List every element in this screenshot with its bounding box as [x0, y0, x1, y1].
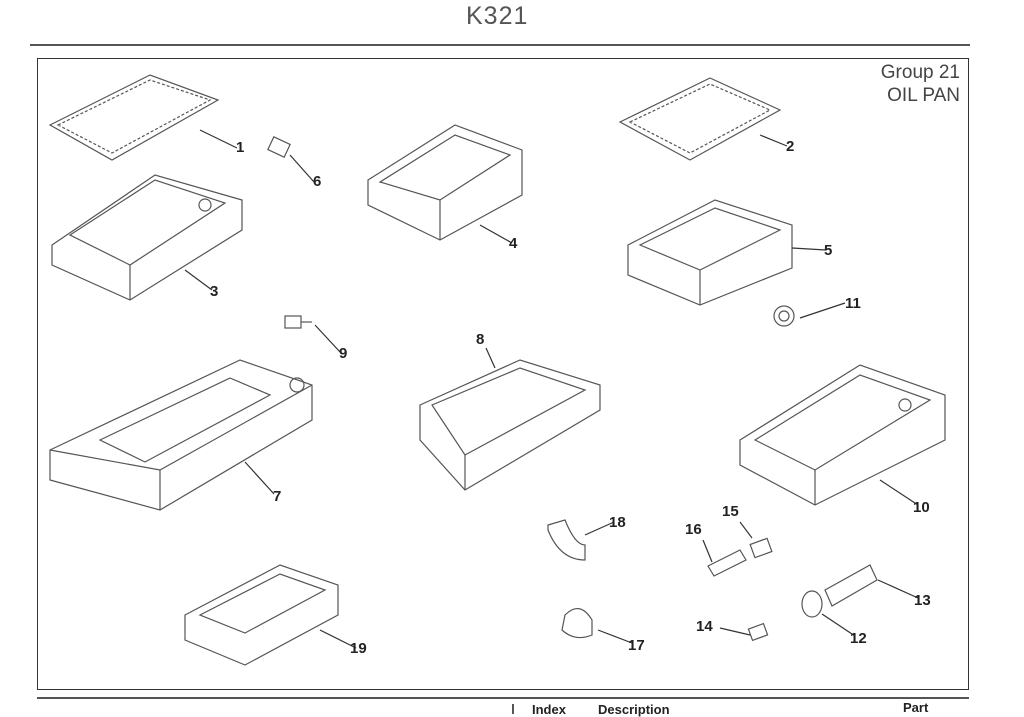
group-label: Group 21 OIL PAN	[881, 61, 960, 107]
callout-1: 1	[236, 139, 245, 156]
callout-18: 18	[609, 514, 626, 531]
callout-15: 15	[722, 503, 739, 520]
callout-7: 7	[273, 488, 282, 505]
callout-17: 17	[628, 637, 645, 654]
callout-2: 2	[786, 138, 795, 155]
part-17-tee	[561, 608, 593, 639]
column-header-part: Part	[903, 700, 929, 715]
column-header-description: Description	[598, 702, 670, 717]
column-divider	[512, 704, 514, 714]
callout-10: 10	[913, 499, 930, 516]
part-9-valve	[284, 315, 312, 329]
part-12-cap	[801, 590, 823, 618]
callout-13: 13	[914, 592, 931, 609]
callout-3: 3	[210, 283, 219, 300]
group-name: OIL PAN	[887, 85, 960, 106]
callout-19: 19	[350, 640, 367, 657]
callout-14: 14	[696, 618, 713, 635]
part-18-elbow	[547, 519, 586, 561]
diagram-frame: Group 21 OIL PAN	[37, 58, 969, 690]
part-4-oil-pan	[367, 124, 523, 241]
part-19-drip-tray	[184, 564, 339, 666]
callout-8: 8	[476, 331, 485, 348]
callout-6: 6	[313, 173, 322, 190]
part-16-fitting	[707, 549, 747, 577]
callout-12: 12	[850, 630, 867, 647]
callout-9: 9	[339, 345, 348, 362]
part-6-fitting	[267, 136, 291, 158]
part-5-oil-pan	[627, 199, 793, 306]
callout-5: 5	[824, 242, 833, 259]
part-11-plug	[773, 305, 795, 327]
part-8-bracket-frame	[419, 359, 601, 491]
column-header-index: Index	[532, 702, 566, 717]
callout-16: 16	[685, 521, 702, 538]
part-7-oil-pan-base	[49, 359, 313, 511]
part-2-gasket	[618, 77, 782, 161]
leader-lines	[184, 129, 919, 649]
callout-11: 11	[845, 295, 861, 312]
part-13-nipple	[824, 564, 878, 607]
callout-4: 4	[509, 235, 518, 252]
part-14-plug	[747, 622, 769, 642]
part-10-oil-pan	[739, 364, 946, 506]
bottom-rule	[37, 697, 969, 699]
top-rule	[30, 44, 970, 46]
part-3-oil-pan	[51, 174, 243, 301]
page-title: K321	[466, 2, 529, 30]
part-15-bushing	[749, 537, 773, 559]
part-1-gasket	[48, 74, 220, 161]
group-number: Group 21	[880, 62, 960, 83]
